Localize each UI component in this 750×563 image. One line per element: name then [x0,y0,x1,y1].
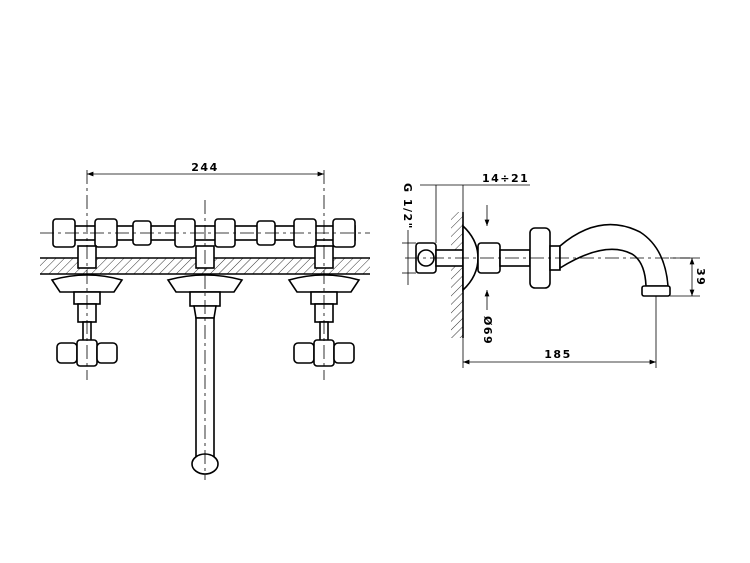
center-lines [40,170,370,480]
dimension-label-244: 244 [191,161,218,174]
dimension-thread: G 1/2" [401,183,416,285]
front-view: 244 [40,161,370,480]
dimension-rosette-diameter: Ø69 [481,290,494,345]
dimension-spout-projection: 185 [462,296,657,368]
side-view: G 1/2" 14÷21 Ø69 185 39 [401,172,707,368]
dimension-wall-adjustment: 14÷21 [420,172,530,243]
spout-assembly [462,223,671,297]
concealed-body [52,218,356,269]
dimension-label-185: 185 [544,348,571,361]
dimension-label-39: 39 [694,268,707,286]
dimension-label-thread: G 1/2" [401,183,414,230]
wall-section-side [451,212,464,338]
dimension-spout-height: 39 [670,257,707,297]
dimension-overall-width: 244 [87,161,324,177]
dimension-label-14-21: 14÷21 [482,172,529,185]
dimension-label-d69: Ø69 [481,316,494,345]
